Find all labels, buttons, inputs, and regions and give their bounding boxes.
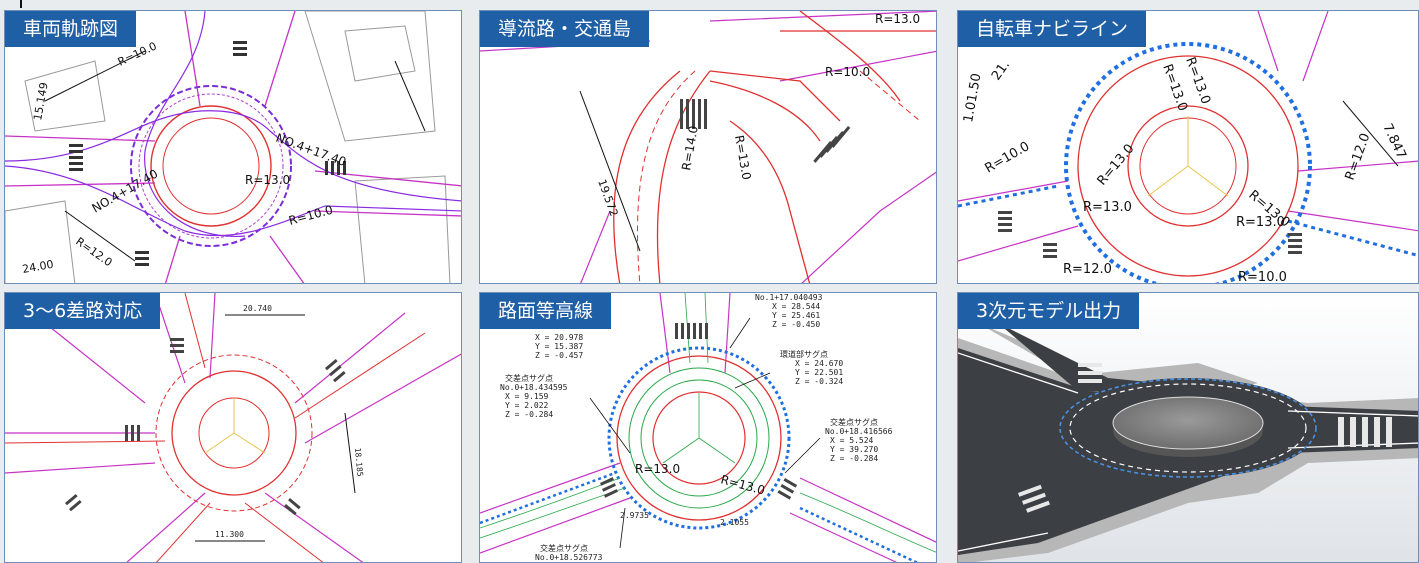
cropped-mark — [20, 0, 30, 8]
sag-label: No.0+18.526773 — [535, 553, 603, 562]
radius-label: R=13.0 — [1236, 215, 1285, 230]
sag-label: Z = -0.284 — [505, 410, 553, 419]
radius-label: R=10.0 — [983, 139, 1033, 176]
radius-label: R=13.0 — [1159, 62, 1190, 113]
sag-label: X = 9.159 — [505, 392, 549, 401]
radius-label: R=13.0 — [875, 12, 920, 26]
sag-label: Y = 2.022 — [505, 401, 549, 410]
panel-label: 車両軌跡図 — [5, 11, 137, 47]
channelization-drawing: 19.572 R=10.0 R=13.0 R=14.0 R=13.0 — [480, 11, 936, 283]
dim-label: 2.1055 — [720, 518, 749, 527]
dim-label: 21. — [989, 58, 1013, 84]
sag-label: Z = -0.457 — [535, 351, 583, 360]
panel-channelization[interactable]: 導流路・交通島 — [479, 10, 937, 284]
sag-label: No.1+17.040493 — [755, 293, 823, 302]
bicycle-navi-drawing: 7.847 21. 1.01.50 R=13.0 R=13.0 R=13.0 R… — [958, 11, 1418, 284]
dim-label: 11.300 — [215, 530, 244, 539]
panel-label: 3次元モデル出力 — [958, 293, 1140, 329]
vehicle-track-drawing: R=10.0 R=12.0 24.00 15.149 R=13.0 R=10.0… — [5, 11, 461, 283]
panel-surface-contours[interactable]: 路面等高線 — [479, 292, 937, 563]
sag-label: X = 24.670 — [795, 359, 843, 368]
radius-label: R=13.0 — [1095, 141, 1138, 188]
panel-3d-model-output[interactable]: 3次元モデル出力 — [957, 292, 1419, 563]
panel-label: 路面等高線 — [480, 293, 612, 329]
station-label: 15.149 — [31, 81, 50, 121]
panel-vehicle-track[interactable]: 車両軌跡図 — [4, 10, 462, 284]
3d-model-render — [958, 293, 1418, 562]
panel-label: 3～6差路対応 — [5, 293, 161, 329]
sag-label: 環道部サグ点 — [780, 349, 828, 359]
three-to-six-leg-drawing: 20.740 18.185 11.300 — [5, 293, 461, 562]
sag-label: 交差点サグ点 — [830, 417, 878, 427]
panel-label: 自転車ナビライン — [958, 11, 1147, 47]
sag-label: X = 20.978 — [535, 333, 583, 342]
sag-label: Z = -0.450 — [772, 320, 820, 329]
radius-label: R=13.0 — [732, 134, 754, 181]
sag-label: X = 5.524 — [830, 436, 874, 445]
panel-bicycle-navi-line[interactable]: 自転車ナビライン — [957, 10, 1419, 284]
station-label: 24.00 — [21, 258, 54, 276]
surface-contours-drawing: No.1+17.040493 X = 28.544 Y = 25.461 Z =… — [480, 293, 936, 562]
panel-label: 導流路・交通島 — [480, 11, 650, 47]
sag-label: Y = 39.270 — [830, 445, 878, 454]
radius-label: R=12.0 — [1063, 262, 1112, 277]
sag-label: No.0+18.434595 — [500, 383, 568, 392]
dim-label: R=12.0 — [73, 235, 114, 269]
sag-label: Y = 15.387 — [535, 342, 583, 351]
radius-label: R=13.0 — [245, 173, 290, 187]
dim-label: 7.847 — [1379, 121, 1408, 161]
radius-label: R=10.0 — [287, 203, 334, 228]
radius-label: NO.4+17.40 — [90, 167, 161, 216]
sag-label: Z = -0.284 — [830, 454, 878, 463]
radius-label: R=13.0 — [1083, 200, 1132, 215]
radius-label: R=12.0 — [1343, 131, 1374, 182]
sag-label: X = 28.544 — [772, 302, 820, 311]
sag-label: Y = 22.501 — [795, 368, 843, 377]
dim-label: 20.740 — [243, 304, 272, 313]
dim-label: 18.185 — [353, 447, 365, 477]
radius-label: R=10.0 — [825, 65, 870, 79]
sag-label: 交差点サグ点 — [540, 543, 588, 553]
radius-label: R=14.0 — [679, 125, 701, 172]
sag-label: 交差点サグ点 — [505, 373, 553, 383]
sag-label: No.0+18.416566 — [825, 427, 893, 436]
dim-label: 2.9735 — [620, 511, 649, 520]
radius-label: R=10.0 — [1238, 270, 1287, 284]
dim-label: 1.01.50 — [961, 72, 984, 123]
sag-label: Z = -0.324 — [795, 377, 843, 386]
sag-label: Y = 25.461 — [772, 311, 820, 320]
radius-label: R=13.0 — [635, 462, 680, 476]
panel-three-to-six-leg[interactable]: 3～6差路対応 — [4, 292, 462, 563]
